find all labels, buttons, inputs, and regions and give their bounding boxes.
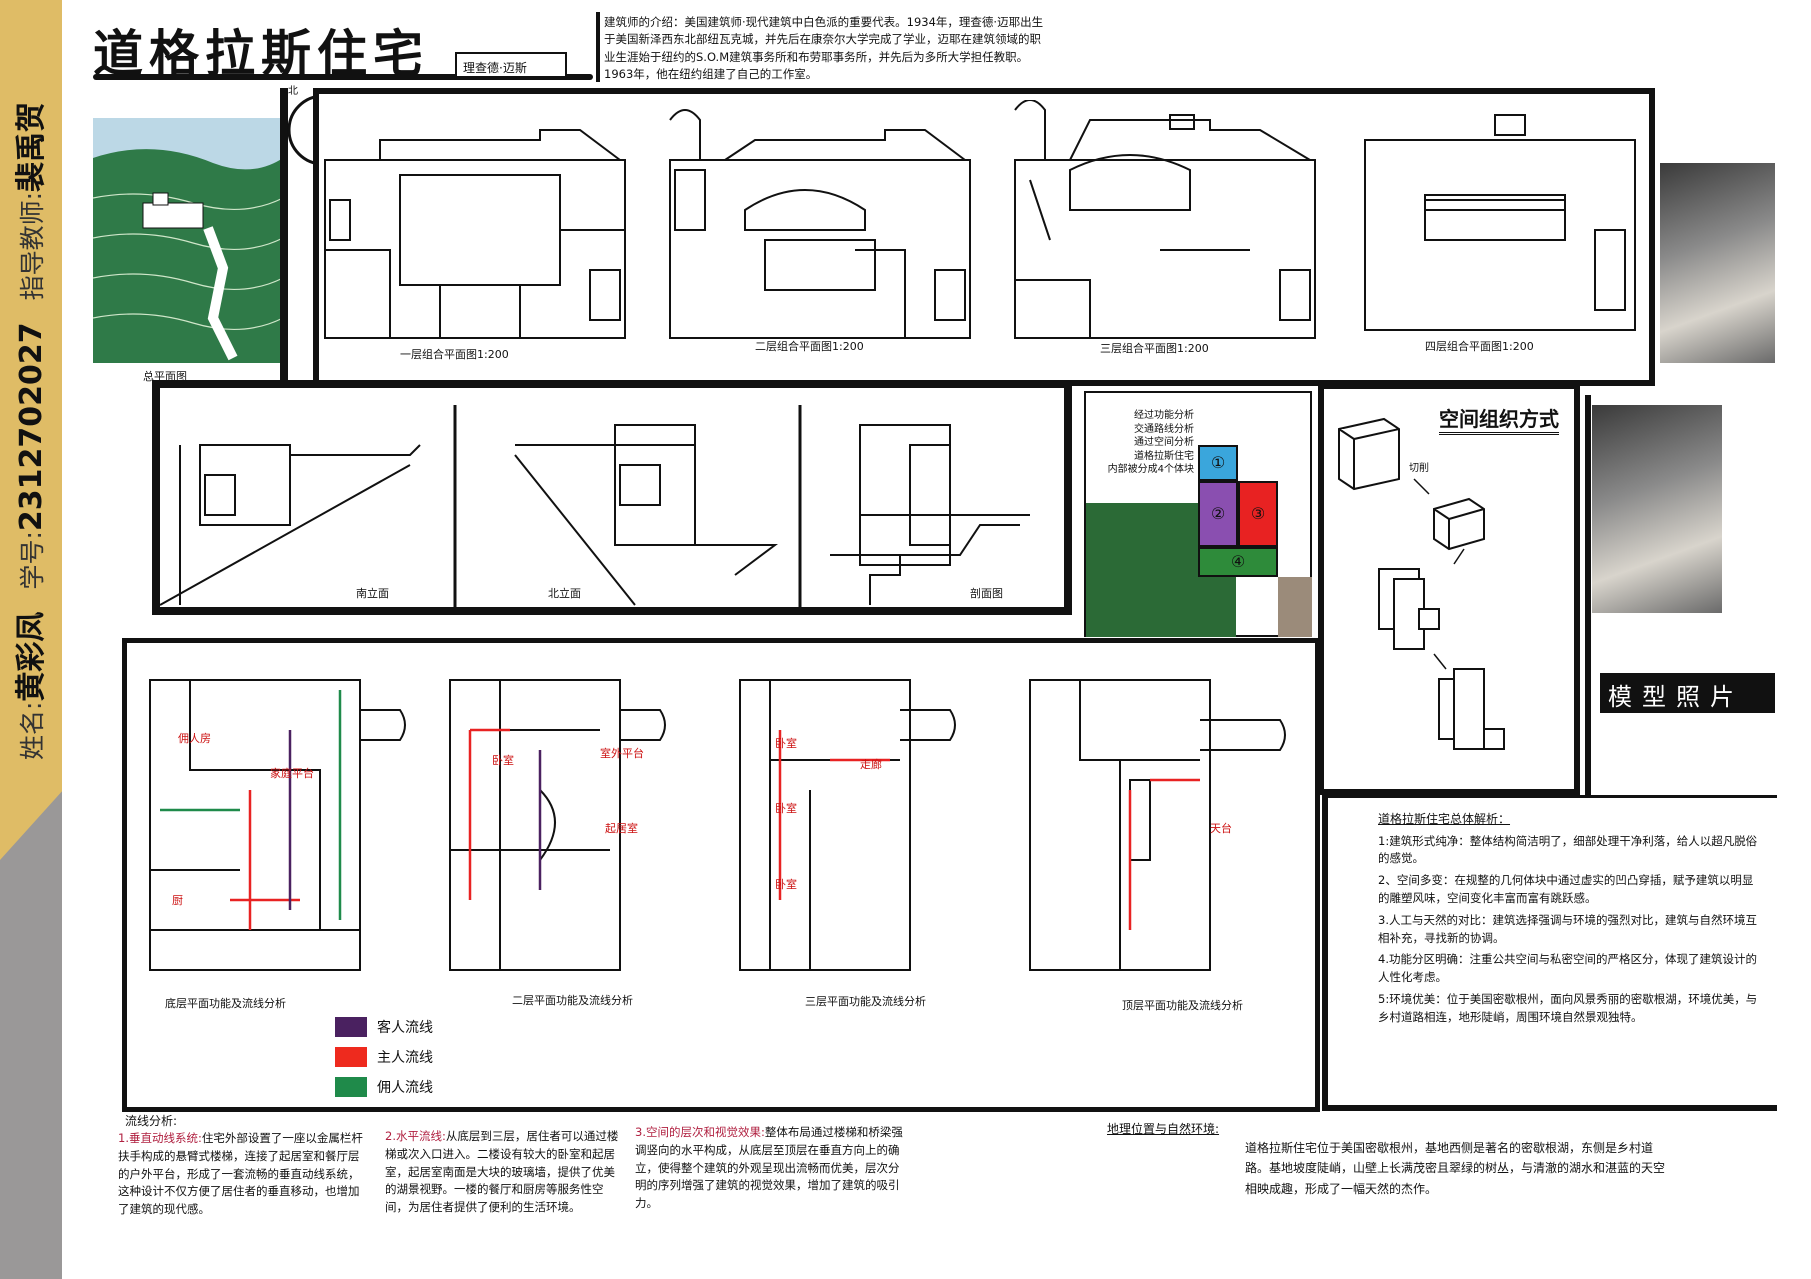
note-line: 道格拉斯住宅 bbox=[1134, 450, 1194, 462]
analysis-item: 3.人工与天然的对比：建筑选择强调与环境的强烈对比，建筑与自然环境互相补充，寻找… bbox=[1378, 912, 1757, 945]
room-label: 卧室 bbox=[775, 737, 797, 750]
analysis-panel: 道格拉斯住宅总体解析： 1:建筑形式纯净：整体结构简洁明了，细部处理干净利落，给… bbox=[1322, 795, 1777, 1111]
function-notes: 经过功能分析 交通路线分析 通过空间分析 道格拉斯住宅 内部被分成4个体块 bbox=[1090, 409, 1194, 477]
site-plan bbox=[93, 118, 283, 363]
block-3: ③ bbox=[1238, 481, 1278, 547]
student-id: 2312702027 bbox=[14, 322, 49, 532]
plan-label-3: 三层组合平面图1:200 bbox=[1100, 342, 1209, 355]
sidebar-accent bbox=[0, 0, 62, 860]
space-org-title: 空间组织方式 bbox=[1439, 403, 1559, 435]
note-line: 内部被分成4个体块 bbox=[1107, 464, 1194, 475]
plans-panel bbox=[313, 88, 1655, 386]
plan-label-1: 一层组合平面图1:200 bbox=[400, 348, 509, 361]
function-diagram: 经过功能分析 交通路线分析 通过空间分析 道格拉斯住宅 内部被分成4个体块 ① … bbox=[1084, 391, 1312, 637]
flow-block-2: 2.水平流线:从底层到三层，居住者可以通过楼梯或次入口进入。二楼设有较大的卧室和… bbox=[385, 1128, 625, 1217]
flow-title: 流线分析: bbox=[125, 1114, 178, 1128]
flow-head: 1.垂直动线系统: bbox=[118, 1131, 202, 1145]
elevation-label-north: 北立面 bbox=[548, 587, 581, 600]
legend-item: 客人流线 bbox=[335, 1012, 433, 1042]
massing-diagram bbox=[1338, 417, 1505, 750]
room-label: 室外平台 bbox=[600, 747, 644, 760]
analysis-title: 道格拉斯住宅总体解析： bbox=[1378, 812, 1511, 826]
page-title: 道格拉斯住宅 bbox=[93, 24, 429, 83]
cut-label: 切削 bbox=[1409, 463, 1429, 474]
room-label: 卧室 bbox=[492, 754, 514, 767]
legend-label: 佣人流线 bbox=[377, 1080, 433, 1096]
flow-plans-drawing bbox=[149, 679, 1286, 971]
block-2: ② bbox=[1198, 481, 1238, 547]
flow-plan-label-1: 底层平面功能及流线分析 bbox=[165, 997, 286, 1010]
legend-swatch bbox=[335, 1017, 367, 1037]
student-name: 黄彩凤 bbox=[14, 611, 49, 702]
flow-plan-label-4: 顶层平面功能及流线分析 bbox=[1122, 999, 1243, 1012]
legend-label: 客人流线 bbox=[377, 1020, 433, 1036]
model-panel bbox=[1585, 395, 1775, 795]
divider bbox=[280, 88, 288, 388]
note-line: 交通路线分析 bbox=[1134, 423, 1194, 435]
student-info: 姓名:黄彩凤 学号:2312702027 指导教师:裴禹贺 bbox=[6, 102, 50, 760]
flow-plan-label-3: 三层平面功能及流线分析 bbox=[805, 995, 926, 1008]
elevation-label-south: 南立面 bbox=[356, 587, 389, 600]
room-label: 厨 bbox=[172, 894, 183, 907]
room-label: 走廊 bbox=[860, 758, 882, 771]
location-title: 地理位置与自然环境: bbox=[1107, 1122, 1220, 1136]
model-photo-label: 模型照片 bbox=[1600, 673, 1775, 713]
flow-block-3: 3.空间的层次和视觉效果:整体布局通过楼梯和桥梁强调竖向的水平构成，从底层至顶层… bbox=[635, 1124, 905, 1213]
site-plan-label: 总平面图 bbox=[143, 370, 187, 383]
legend-item: 佣人流线 bbox=[335, 1072, 433, 1102]
room-label: 佣人房 bbox=[178, 732, 211, 745]
site-plan-drawing bbox=[93, 149, 283, 363]
note-line: 通过空间分析 bbox=[1134, 437, 1194, 448]
floor-plans-drawing bbox=[324, 100, 1636, 339]
architect-intro: 建筑师的介绍：美国建筑师·现代建筑中白色派的重要代表。1934年，理查德·迈耶出… bbox=[604, 15, 1044, 81]
flow-body: 从底层到三层，居住者可以通过楼梯或次入口进入。二楼设有较大的卧室和起居室，起居室… bbox=[385, 1129, 619, 1215]
section-label: 剖面图 bbox=[970, 587, 1003, 600]
room-label: 卧室 bbox=[775, 878, 797, 891]
plan-label-2: 二层组合平面图1:200 bbox=[755, 340, 864, 353]
room-label: 起居室 bbox=[605, 822, 638, 835]
flow-head: 2.水平流线: bbox=[385, 1129, 446, 1143]
divider bbox=[596, 12, 600, 82]
legend-swatch bbox=[335, 1047, 367, 1067]
legend-item: 主人流线 bbox=[335, 1042, 433, 1072]
teacher-label: 指导教师: bbox=[18, 191, 47, 301]
analysis-item: 4.功能分区明确：注重公共空间与私密空间的严格区分，体现了建筑设计的人性化考虑。 bbox=[1378, 952, 1757, 985]
flow-body: 住宅外部设置了一座以金属栏杆扶手构成的悬臂式楼梯，连接了起居室和餐厅层的户外平台… bbox=[118, 1131, 363, 1217]
location-body: 道格拉斯住宅位于美国密歇根州，基地西侧是著名的密歇根湖，东侧是乡村道路。基地坡度… bbox=[1245, 1141, 1666, 1196]
model-photo-1 bbox=[1660, 163, 1775, 363]
analysis-item: 1:建筑形式纯净：整体结构简洁明了，细部处理干净利落，给人以超凡脱俗的感觉。 bbox=[1378, 833, 1758, 866]
room-label: 天台 bbox=[1210, 822, 1232, 835]
note-line: 经过功能分析 bbox=[1134, 410, 1194, 421]
foundation bbox=[1278, 577, 1312, 637]
id-label: 学号: bbox=[18, 531, 47, 590]
north-label: 北 bbox=[288, 86, 298, 97]
plan-label-4: 四层组合平面图1:200 bbox=[1425, 340, 1534, 353]
block-4: ④ bbox=[1198, 547, 1278, 577]
flow-body: 整体布局通过楼梯和桥梁强调竖向的水平构成，从底层至顶层在垂直方向上的确立，使得整… bbox=[635, 1125, 903, 1211]
space-org-panel: 空间组织方式 切削 bbox=[1318, 385, 1580, 795]
block-1: ① bbox=[1198, 445, 1238, 481]
flow-block-1: 1.垂直动线系统:住宅外部设置了一座以金属栏杆扶手构成的悬臂式楼梯，连接了起居室… bbox=[118, 1130, 368, 1219]
room-label: 卧室 bbox=[775, 802, 797, 815]
model-photo-2 bbox=[1592, 405, 1722, 613]
elevations-drawing bbox=[160, 405, 1030, 610]
legend-label: 主人流线 bbox=[377, 1050, 433, 1066]
legend: 客人流线 主人流线 佣人流线 bbox=[335, 1012, 433, 1102]
title-underline bbox=[93, 74, 593, 80]
flow-plan-label-2: 二层平面功能及流线分析 bbox=[512, 994, 633, 1007]
flow-head: 3.空间的层次和视觉效果: bbox=[635, 1125, 765, 1139]
architect-name: 理查德·迈斯 bbox=[463, 61, 527, 75]
name-label: 姓名: bbox=[18, 701, 47, 760]
analysis-item: 2、空间多变：在规整的几何体块中通过虚实的凹凸穿插，赋予建筑以明显的雕塑风味，空… bbox=[1378, 873, 1754, 906]
analysis-item: 5:环境优美：位于美国密歇根州，面向风景秀丽的密歇根湖，环境优美，与乡村道路相连… bbox=[1378, 992, 1758, 1024]
teacher-name: 裴禹贺 bbox=[14, 101, 49, 192]
legend-swatch bbox=[335, 1077, 367, 1097]
room-label: 家庭平台 bbox=[270, 767, 314, 780]
architect-box: 理查德·迈斯 bbox=[455, 52, 567, 78]
